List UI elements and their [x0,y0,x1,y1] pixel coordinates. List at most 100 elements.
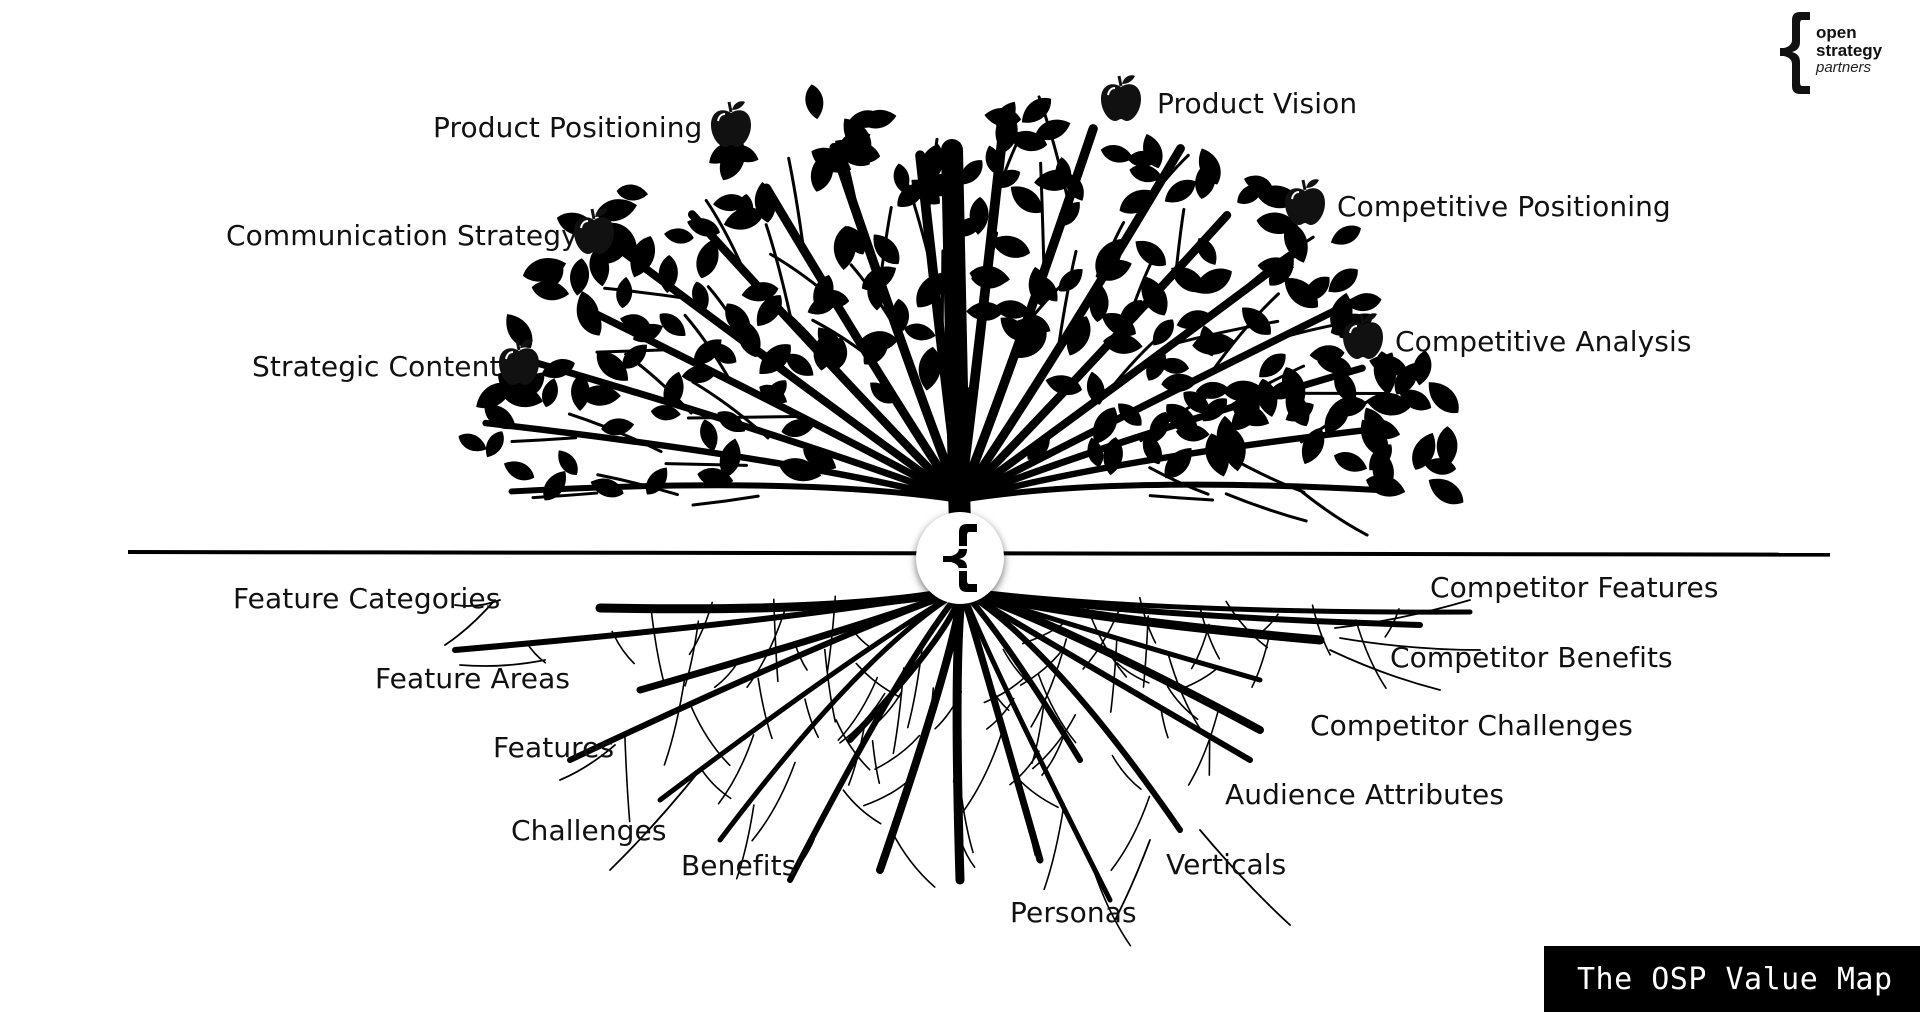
leaf-shape [1192,332,1236,355]
leaf-shape [486,431,504,458]
fruit-label-competitive-analysis: Competitive Analysis [1395,325,1692,358]
leaf-shape [1176,310,1211,329]
leaf-shape [969,265,1010,287]
leaf-shape [1223,380,1265,402]
rootlet [1015,775,1059,809]
branch [957,481,1386,503]
leaf-shape [1027,437,1050,460]
leaf-shape [1127,150,1160,167]
leaf-shape [1146,350,1167,381]
twig [603,286,688,300]
rootlet [1082,601,1124,670]
root-whisker [454,599,501,607]
twig [691,494,760,507]
leaf-shape [741,282,779,302]
leaf-shape [1021,97,1051,123]
leaf-shape [1330,225,1361,245]
leaf-shape [992,169,1021,189]
leaf-shape [1346,293,1382,312]
root-label-challenges: Challenges [511,814,667,847]
rootlet [826,595,837,674]
apple-icon [574,208,614,254]
leaf-shape [619,314,651,331]
rootlet [1043,803,1065,891]
root-strand [567,587,965,763]
rootlet [868,690,903,731]
rootlet [835,719,871,771]
root-label-feature-categories: Feature Categories [233,582,501,615]
leaf-shape [1161,373,1198,392]
twig [510,436,578,444]
rootlet [934,690,963,730]
rootlet [874,734,921,770]
rootlet [1199,607,1221,660]
leaf-shape [990,235,1031,258]
leaf-shape [1166,403,1199,435]
root-label-competitor-challenges: Competitor Challenges [1310,709,1633,742]
leaf-shape [590,478,624,498]
leaf-shape [805,84,824,120]
branch [829,142,965,505]
leaf-shape [738,318,761,358]
rootlet [624,735,631,823]
leaf-shape [1197,238,1217,265]
rootlet [1002,648,1039,692]
diagram-title: The OSP Value Map [1577,961,1893,997]
branch [593,310,964,504]
leaf-shape [1152,319,1174,346]
leaf-shape [476,382,511,409]
rootlet [1037,673,1077,744]
leaf-shape [1412,432,1436,470]
rootlet [1187,709,1220,786]
brace-icon [943,524,977,592]
twig [1039,161,1046,268]
leaf-shape [1334,452,1368,472]
twig [764,223,793,322]
leaf-shape [580,385,621,406]
leaf-shape [596,351,629,381]
twig [1209,292,1280,376]
leaf-shape [918,346,941,391]
rootlet [793,838,815,871]
leaf-shape [786,353,814,376]
leaf-shape [1324,401,1349,434]
leaf-shape [570,258,590,296]
rootlet [863,782,907,807]
rootlet [1180,666,1220,690]
leaf-shape [870,382,894,404]
rootlet [1088,855,1132,947]
leaf-shape [1066,316,1091,356]
leaf-shape [1119,300,1143,327]
leaf-shape [1399,389,1432,411]
leaf-shape [1142,433,1162,465]
leaf-shape [1103,437,1123,476]
twig [664,462,749,467]
root-whisker [459,659,546,667]
rootlet [890,830,936,888]
leaf-shape [1317,355,1352,374]
leaf-shape [1149,411,1169,444]
leaf-shape [658,254,678,294]
twig [691,380,770,440]
root-strand [787,587,965,883]
rootlet [751,761,796,842]
rootlet [1166,685,1199,721]
rootlet [525,640,547,664]
rootlet [688,601,714,656]
leaf-shape [1171,267,1205,293]
leaf-shape [1413,350,1432,386]
leaf-shape [1103,333,1143,354]
rootlet [1355,619,1387,689]
leaf-shape [1057,202,1080,227]
leaf-shape [1118,403,1142,426]
branch [687,210,965,505]
root-label-competitor-benefits: Competitor Benefits [1390,641,1673,674]
fruit-label-competitive-positioning: Competitive Positioning [1337,190,1671,223]
leaf-shape [1428,382,1459,414]
leaf-shape [577,291,599,330]
leaf-shape [985,145,1002,175]
brand-logo: open strategy partners [1778,10,1908,98]
brace-logo-icon [1780,12,1810,94]
leaf-shape [1372,450,1394,493]
